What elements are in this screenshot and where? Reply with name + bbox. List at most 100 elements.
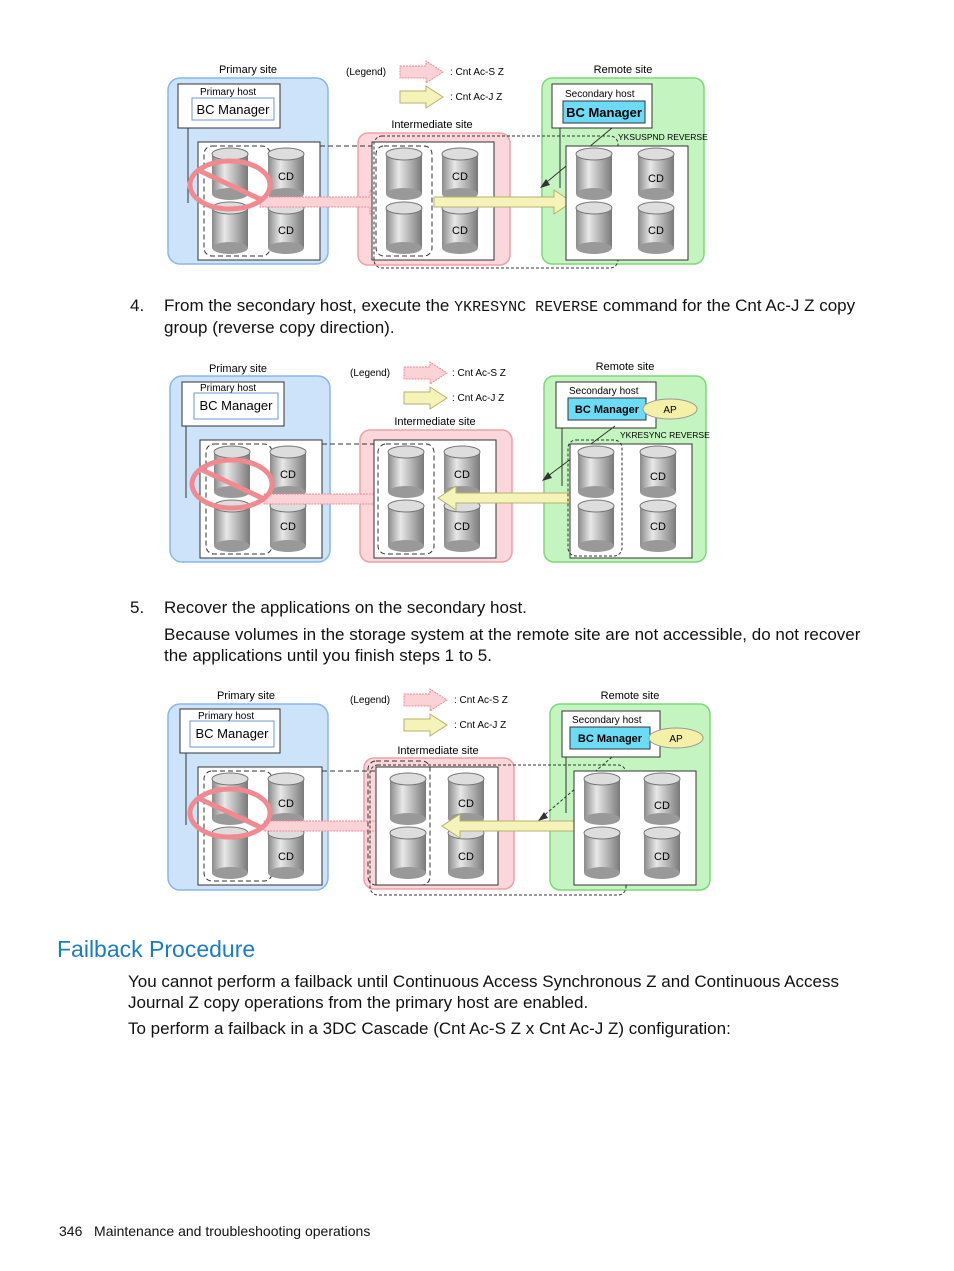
cylinder — [389, 826, 427, 879]
ap-label: AP — [669, 734, 683, 745]
primary-host-label: Primary host — [198, 711, 254, 722]
legend-label: (Legend) — [350, 695, 390, 706]
ap-oval — [648, 727, 704, 749]
cd-label: CD — [280, 521, 296, 533]
legend-sync-arrow — [403, 361, 448, 385]
command-label: YKSUSPND REVERSE — [618, 132, 708, 142]
diagram-3: Primary site Intermediate site Remote si… — [167, 688, 711, 896]
remote-site-label: Remote site — [594, 64, 653, 76]
cylinder — [575, 147, 613, 200]
primary-site-label: Primary site — [219, 64, 277, 76]
cd-label: CD — [458, 798, 474, 810]
cd-label: CD — [278, 225, 294, 237]
secondary-host-label: Secondary host — [572, 715, 642, 726]
legend-sync-label: : Cnt Ac-S Z — [452, 368, 506, 379]
bc-manager-label: BC Manager — [196, 726, 270, 741]
intermediate-pair-group — [367, 760, 431, 886]
intermediate-pair-group — [375, 145, 433, 257]
primary-pair-group — [205, 443, 273, 555]
cylinder — [575, 201, 613, 254]
cd-label: CD — [278, 171, 294, 183]
bc-manager-box — [191, 97, 275, 121]
cylinder — [385, 201, 423, 254]
cd-label: CD — [280, 469, 296, 481]
cd-label: CD — [648, 225, 664, 237]
legend-sync-label: : Cnt Ac-S Z — [454, 695, 508, 706]
legend-sync-arrow — [403, 688, 448, 712]
async-reverse-arrow — [441, 813, 581, 839]
cd-label: CD — [648, 173, 664, 185]
ap-label: AP — [663, 405, 677, 416]
cd-label: CD — [454, 469, 470, 481]
step-4-code: YKRESYNC REVERSE — [454, 299, 599, 316]
secondary-host-label: Secondary host — [569, 386, 639, 397]
step-5-note-line2: the applications until you finish steps … — [164, 646, 492, 665]
step-4-text-after: command for the Cnt Ac-J Z copy — [602, 296, 856, 315]
cd-label: CD — [452, 171, 468, 183]
step-4-number: 4. — [130, 296, 145, 315]
cylinder — [583, 772, 621, 825]
section-para2: To perform a failback in a 3DC Cascade (… — [128, 1019, 731, 1038]
intermediate-site-label: Intermediate site — [394, 416, 475, 428]
cylinder — [211, 201, 249, 254]
remote-pair-group — [567, 439, 623, 557]
cylinder — [447, 826, 485, 879]
bc-manager-label: BC Manager — [575, 404, 640, 416]
legend-async-arrow — [403, 386, 448, 410]
remote-site-label: Remote site — [596, 361, 655, 373]
journal-group — [369, 764, 627, 896]
journal-group — [373, 135, 619, 269]
bc-manager-box — [193, 392, 279, 420]
bc-manager-box — [562, 100, 646, 124]
cylinder — [637, 201, 675, 254]
step-4-text: From the secondary host, execute the YKR… — [164, 295, 855, 318]
legend-async-arrow — [403, 713, 448, 737]
async-copy-arrow — [433, 189, 573, 215]
page-number: 346 — [59, 1223, 83, 1239]
sync-copy-arrow — [259, 189, 389, 215]
command-arrowhead — [538, 812, 548, 821]
command-arrowhead — [540, 179, 550, 188]
command-label: YKRESYNC REVERSE — [620, 430, 710, 440]
primary-pair-group — [203, 770, 273, 882]
ap-oval — [642, 398, 698, 420]
legend-async-label: : Cnt Ac-J Z — [454, 720, 506, 731]
command-arrowhead — [542, 472, 552, 481]
cd-label: CD — [278, 798, 294, 810]
cd-label: CD — [650, 471, 666, 483]
primary-host-label: Primary host — [200, 87, 256, 98]
cylinder — [577, 499, 615, 552]
section-para1-line1: You cannot perform a failback until Cont… — [128, 972, 839, 991]
remote-site-label: Remote site — [601, 690, 660, 702]
step-4-text-before: From the secondary host, execute the — [164, 296, 450, 315]
legend-label: (Legend) — [346, 67, 386, 78]
cylinder — [441, 147, 479, 200]
cylinder — [389, 772, 427, 825]
cylinder — [637, 147, 675, 200]
cylinder — [387, 445, 425, 498]
primary-host-label: Primary host — [200, 383, 256, 394]
async-reverse-arrow — [437, 485, 585, 511]
cylinder — [643, 772, 681, 825]
cd-label: CD — [454, 521, 470, 533]
cylinder — [639, 445, 677, 498]
cd-label: CD — [650, 521, 666, 533]
cylinder — [267, 201, 305, 254]
diagram-1: Primary site Intermediate site Remote si… — [167, 60, 708, 269]
step-5-number: 5. — [130, 598, 145, 617]
cylinder — [387, 499, 425, 552]
cylinder — [267, 826, 305, 879]
chapter-title: Maintenance and troubleshooting operatio… — [94, 1223, 371, 1239]
step-5-text: Recover the applications on the secondar… — [164, 598, 527, 617]
page-footer: 346 Maintenance and troubleshooting oper… — [59, 1223, 370, 1239]
legend-label: (Legend) — [350, 368, 390, 379]
legend-async-label: : Cnt Ac-J Z — [450, 92, 502, 103]
legend-async-arrow — [399, 85, 444, 109]
cd-label: CD — [654, 851, 670, 863]
bc-manager-label: BC Manager — [578, 733, 643, 745]
prohibited-icon — [187, 158, 273, 212]
primary-site-label: Primary site — [209, 363, 267, 375]
bc-manager-box — [189, 720, 275, 748]
prohibited-icon — [189, 457, 275, 511]
intermediate-site-label: Intermediate site — [397, 745, 478, 757]
